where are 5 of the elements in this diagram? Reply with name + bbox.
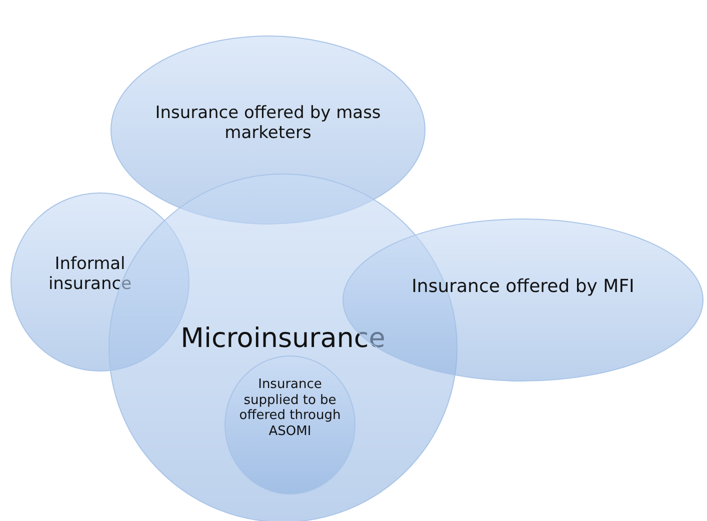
set-label: Insurance offered by mass marketers xyxy=(154,103,382,144)
set-label: Informal insurance xyxy=(47,254,133,295)
set-label: Microinsurance xyxy=(180,323,386,356)
set-label: Insurance offered by MFI xyxy=(410,276,636,298)
set-label: Insurance supplied to be offered through ASOMI xyxy=(238,377,342,440)
